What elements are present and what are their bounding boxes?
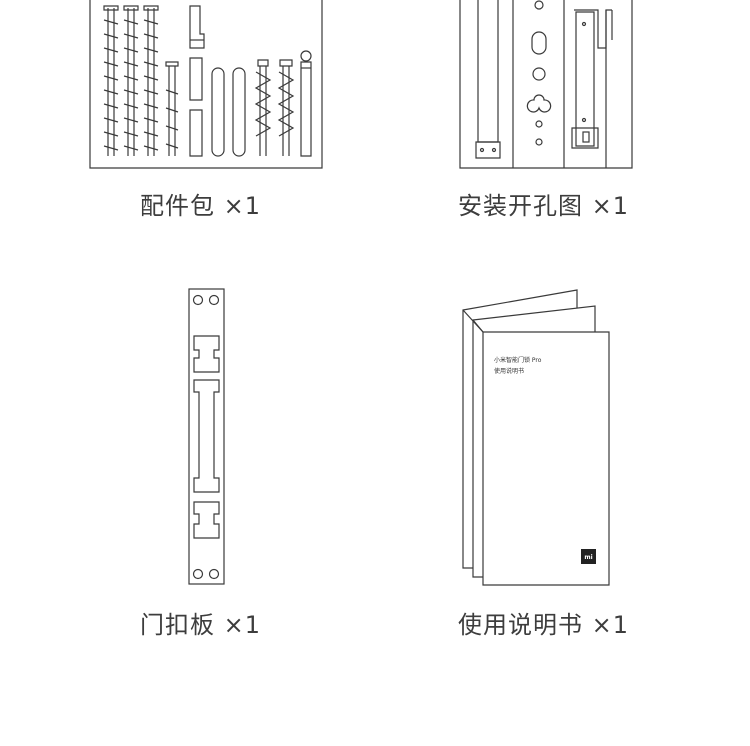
spring-icon [254, 59, 272, 156]
drilling-template-illustration [459, 0, 633, 169]
manual-caption: 使用说明书 ×1 [458, 611, 630, 639]
long-screw-icon [123, 5, 139, 156]
accessory-pack-caption: 配件包 ×1 [140, 192, 262, 220]
svg-text:mi: mi [584, 554, 592, 561]
mi-logo: mi [581, 549, 596, 564]
long-screw-icon [143, 5, 159, 156]
manual-subtitle: 使用说明书 [494, 367, 524, 375]
spindle-icon [189, 5, 205, 157]
manual-illustration [462, 289, 610, 586]
rounded-bar-icon [211, 67, 225, 157]
rounded-bar-icon [232, 67, 246, 157]
strike-plate-caption: 门扣板 ×1 [140, 611, 262, 639]
spring-icon [277, 59, 295, 156]
strike-plate-illustration [188, 288, 225, 585]
short-screw-icon [165, 61, 179, 156]
pin-icon [300, 50, 312, 157]
manual-title: 小米智能门锁 Pro [494, 356, 542, 364]
accessory-pack-illustration [89, 0, 323, 169]
drilling-template-caption: 安装开孔图 ×1 [458, 192, 630, 220]
long-screw-icon [103, 5, 119, 156]
